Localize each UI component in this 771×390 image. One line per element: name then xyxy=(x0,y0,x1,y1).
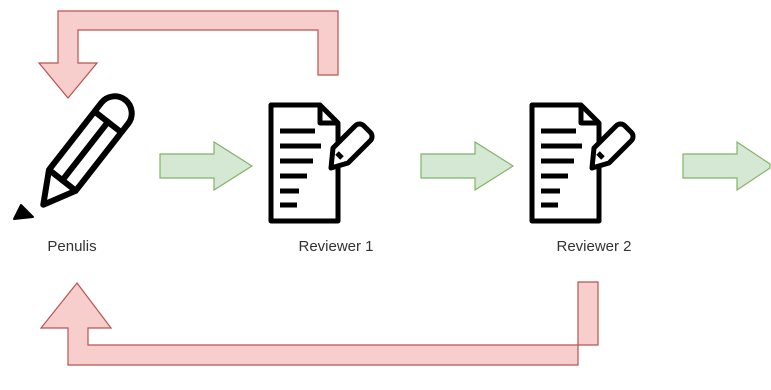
node-label-reviewer-1: Reviewer 1 xyxy=(298,238,374,255)
document-edit-icon xyxy=(529,102,636,224)
node-label-reviewer-2: Reviewer 2 xyxy=(556,238,632,255)
node-label-penulis: Penulis xyxy=(47,238,97,255)
document-edit-icon xyxy=(268,102,375,224)
forward-arrow-penulis-to-reviewer1 xyxy=(159,140,254,192)
feedback-arrow-reviewer1-to-penulis xyxy=(37,10,339,99)
forward-arrow-reviewer2-onward xyxy=(682,140,771,192)
feedback-arrow-reviewer2-to-penulis xyxy=(39,281,599,366)
pencil-icon xyxy=(13,93,135,220)
forward-arrow-reviewer1-to-reviewer2 xyxy=(420,140,515,192)
